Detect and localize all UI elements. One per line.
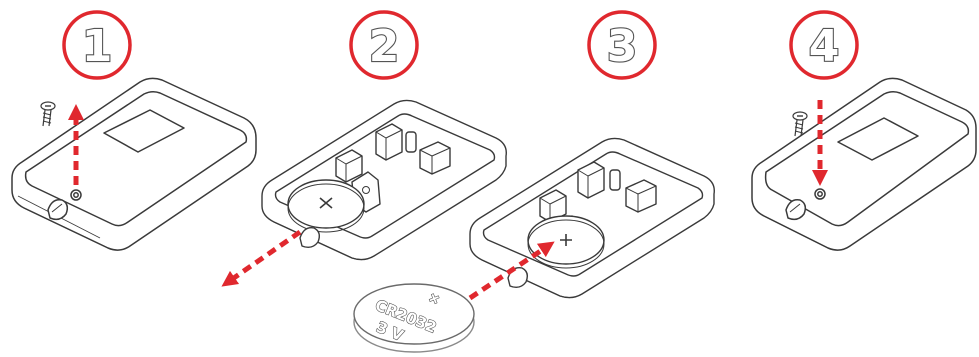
coin-cell-battery-icon: + CR2032 3 V (353, 283, 475, 353)
remote-closed-4 (751, 77, 977, 251)
step-2-badge: 2 (349, 10, 419, 80)
arrow-in-insert-battery (468, 241, 555, 301)
step-2-number: 2 (369, 21, 400, 72)
step-4-badge: 4 (789, 10, 859, 80)
remote-open-2 (261, 99, 507, 261)
screw-icon (792, 111, 808, 137)
remote-closed-1 (11, 77, 257, 251)
screw-icon (40, 101, 56, 127)
step-4-number: 4 (809, 21, 840, 72)
step-1-badge: 1 (62, 10, 132, 80)
remote-open-3 (469, 137, 715, 299)
arrow-out-remove-battery (221, 229, 302, 287)
step-1-number: 1 (82, 21, 113, 72)
step-3-number: 3 (607, 21, 638, 72)
step-3-badge: 3 (587, 10, 657, 80)
